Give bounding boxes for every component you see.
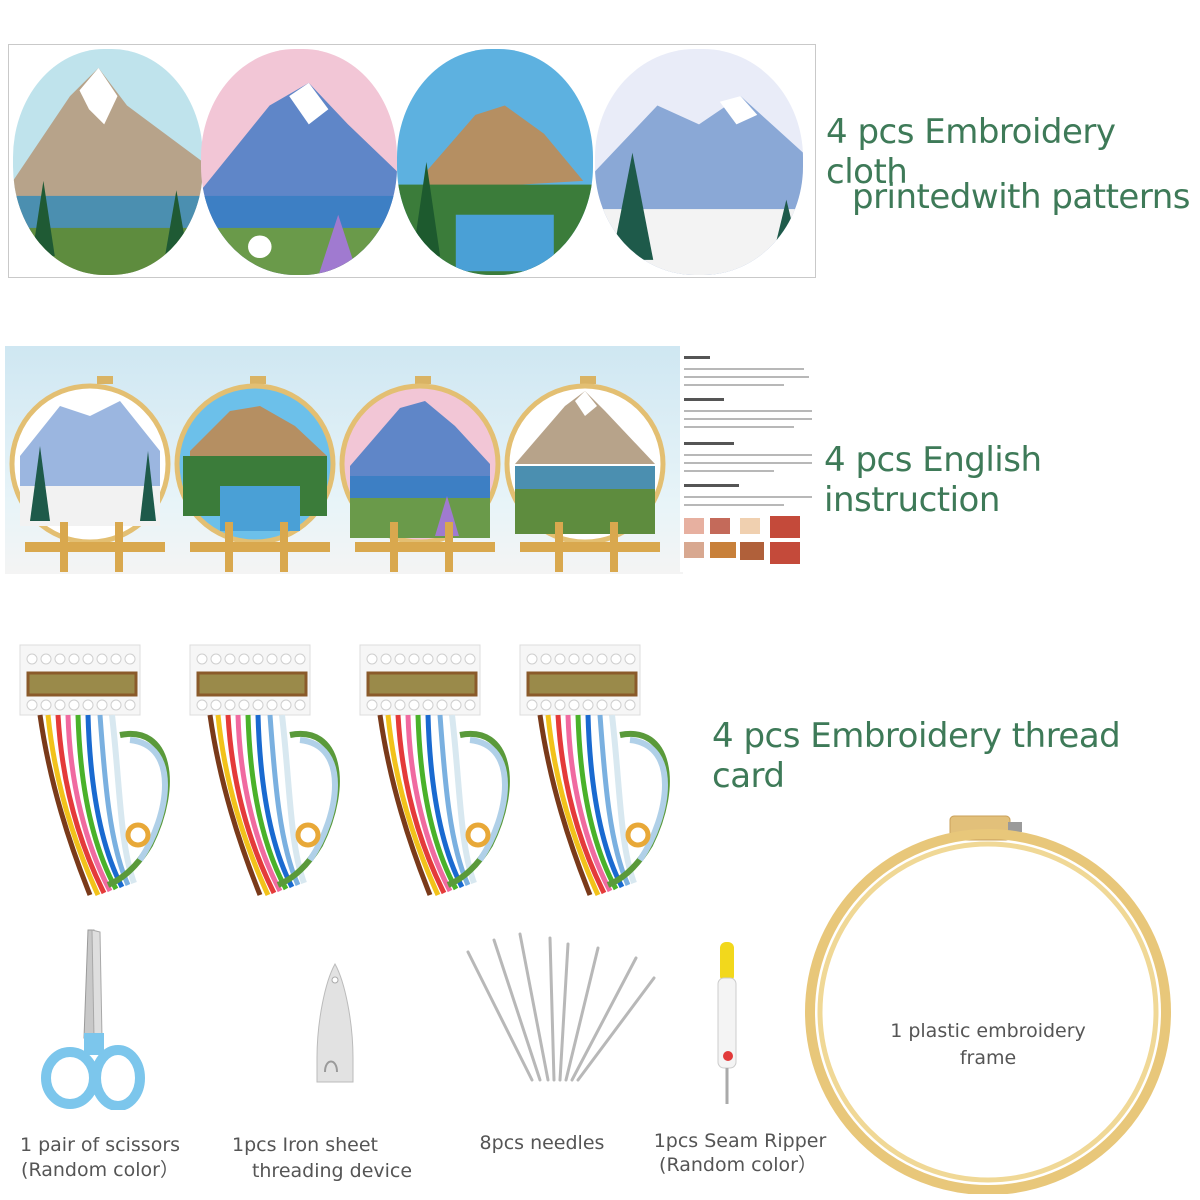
hoop-pattern-3 bbox=[339, 376, 501, 545]
framed-patterns-illustration bbox=[9, 376, 666, 572]
seam-ripper-icon bbox=[717, 942, 737, 1104]
threader-label-line1: 1pcs Iron sheet bbox=[231, 1134, 378, 1156]
cloth-pattern-3 bbox=[397, 49, 593, 275]
instruction-panel bbox=[5, 346, 683, 574]
needles-label: 8pcs needles bbox=[479, 1132, 605, 1154]
ripper-label-line2: (Random color） bbox=[659, 1154, 817, 1176]
ripper-label-line1: 1pcs Seam Ripper bbox=[653, 1130, 827, 1152]
embroidery-hoop-icon bbox=[805, 815, 1171, 1194]
hoop-label-line2: frame bbox=[959, 1047, 1017, 1069]
threader-label-line2: threading device bbox=[251, 1160, 413, 1182]
thread-label: 4 pcs Embroidery thread card bbox=[712, 716, 1121, 796]
cloth-panel bbox=[8, 44, 816, 278]
hoop-label-line1: 1 plastic embroidery bbox=[890, 1020, 1086, 1042]
instruction-label: 4 pcs English instruction bbox=[824, 440, 1042, 520]
scissors-label-line1: 1 pair of scissors bbox=[19, 1134, 181, 1156]
instruction-sheet bbox=[680, 346, 818, 572]
cloth-label-line2: printedwith patterns bbox=[852, 177, 1190, 217]
hoop-pattern-4 bbox=[504, 376, 666, 545]
scissors-label-line2: (Random color） bbox=[21, 1159, 179, 1181]
hoop-pattern-2 bbox=[174, 376, 336, 545]
scissors-icon bbox=[41, 929, 145, 1110]
cloth-pattern-1 bbox=[13, 49, 203, 275]
needles-icon bbox=[466, 932, 656, 1082]
hoop-pattern-1 bbox=[9, 376, 171, 545]
thread-cards-illustration bbox=[15, 640, 695, 902]
cloth-pattern-2 bbox=[201, 49, 397, 275]
cloth-label-line1: 4 pcs Embroidery cloth bbox=[826, 112, 1116, 192]
cloth-pattern-4 bbox=[595, 49, 803, 275]
needle-threader-icon bbox=[316, 962, 354, 1083]
